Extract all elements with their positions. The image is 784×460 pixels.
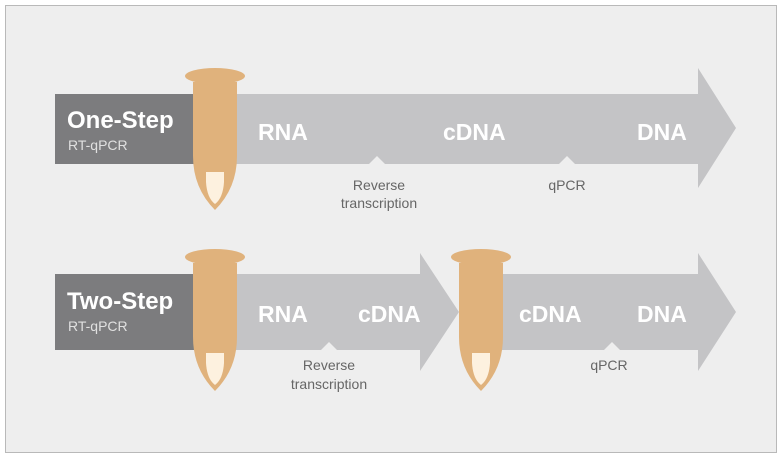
- one-step-row: One-Step RT-qPCR RNA cDNA DNA Reverse tr…: [55, 68, 736, 211]
- two-step-subtitle: RT-qPCR: [68, 318, 128, 334]
- two-step-stage-rna: RNA: [258, 301, 308, 327]
- one-step-step-reverse: Reverse: [353, 177, 405, 193]
- one-step-label-box: [55, 94, 195, 164]
- two-step-title: Two-Step: [67, 288, 173, 315]
- one-step-step-transcription: transcription: [341, 195, 417, 211]
- one-step-title: One-Step: [67, 107, 174, 134]
- one-step-subtitle: RT-qPCR: [68, 137, 128, 153]
- one-step-stage-cdna: cDNA: [443, 119, 506, 145]
- two-step-row: Two-Step RT-qPCR RNA cDNA cDNA DNA Rever…: [55, 249, 736, 392]
- two-step-label-box: [55, 274, 195, 350]
- two-step-stage-cdna-b: cDNA: [519, 301, 582, 327]
- two-step-stage-dna: DNA: [637, 301, 687, 327]
- two-step-step-reverse: Reverse: [303, 357, 355, 373]
- pcr-tube-icon: [185, 68, 245, 210]
- two-step-step-transcription: transcription: [291, 376, 367, 392]
- two-step-arrow-2: [482, 253, 736, 371]
- pcr-tube-icon: [451, 249, 511, 391]
- one-step-stage-rna: RNA: [258, 119, 308, 145]
- two-step-arrow-1: [214, 253, 459, 371]
- one-step-step-qpcr: qPCR: [548, 177, 585, 193]
- one-step-stage-dna: DNA: [637, 119, 687, 145]
- diagram-frame: [5, 5, 777, 453]
- two-step-stage-cdna-a: cDNA: [358, 301, 421, 327]
- pcr-tube-icon: [185, 249, 245, 391]
- two-step-step-qpcr: qPCR: [590, 357, 627, 373]
- one-step-arrow: [214, 68, 736, 188]
